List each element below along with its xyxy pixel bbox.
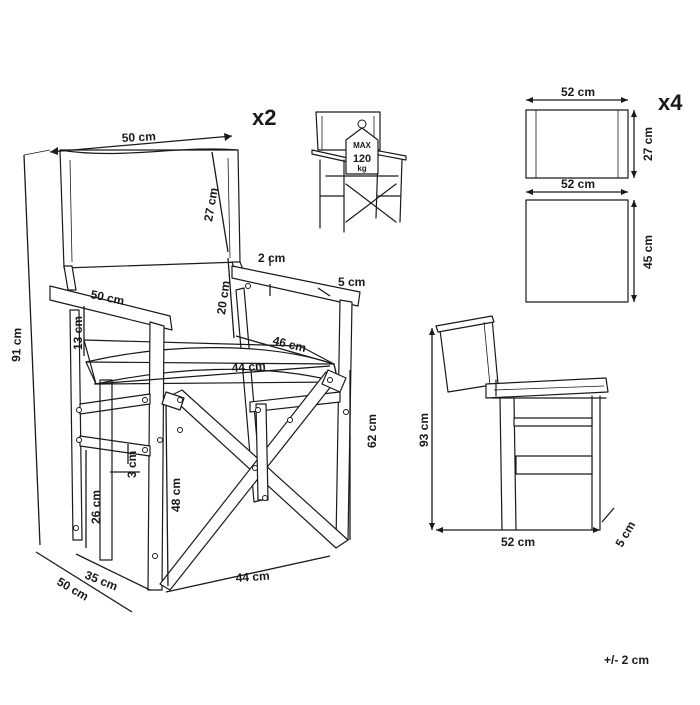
armrest-right — [231, 265, 361, 543]
label-seat-width: 44 cm — [231, 359, 266, 375]
label-folded-thickness: 5 cm — [612, 519, 638, 550]
max-load-line2: 120 — [353, 153, 371, 165]
label-total-height: 91 cm — [9, 328, 24, 362]
label-back-cover-width: 52 cm — [561, 85, 595, 99]
folded-chair-drawing — [435, 315, 609, 531]
chairs-multiplier: x2 — [252, 105, 276, 130]
label-armrest-width: 5 cm — [338, 275, 365, 289]
label-lower-rail-height: 26 cm — [89, 490, 103, 524]
back-cover-drawing: 52 cm 27 cm — [525, 85, 655, 179]
label-folded-height: 93 cm — [417, 413, 431, 447]
tolerance-note: +/- 2 cm — [604, 653, 649, 667]
label-back-cover-height: 27 cm — [641, 127, 655, 161]
label-armrest-thickness: 2 cm — [258, 251, 285, 265]
label-backrest-height: 27 cm — [201, 187, 221, 223]
max-load-line3: kg — [357, 164, 366, 173]
label-folded-length: 52 cm — [501, 535, 535, 549]
label-rail-thickness: 3 cm — [125, 451, 139, 478]
label-seat-cover-width: 52 cm — [561, 177, 595, 191]
label-seat-cover-height: 45 cm — [641, 235, 655, 269]
main-chair-drawing — [49, 148, 361, 591]
seat-cover-drawing: 52 cm 45 cm — [525, 177, 655, 303]
bolts — [73, 283, 349, 559]
armrest-left — [49, 285, 173, 591]
label-backrest-width: 50 cm — [121, 129, 156, 145]
small-chair-thumbnail: MAX 120 kg — [311, 111, 407, 233]
label-leg-height-side: 48 cm — [169, 478, 183, 512]
label-seat-height: 62 cm — [365, 414, 379, 448]
label-armrest-to-seat: 13 cm — [71, 316, 85, 350]
max-load-line1: MAX — [353, 141, 371, 150]
label-armrest-length: 50 cm — [89, 287, 125, 308]
main-chair-dimension-lines — [23, 133, 351, 613]
label-base-width: 44 cm — [235, 569, 270, 585]
front-legs — [99, 379, 269, 561]
label-back-gap: 20 cm — [214, 280, 233, 316]
covers-multiplier: x4 — [658, 90, 683, 115]
